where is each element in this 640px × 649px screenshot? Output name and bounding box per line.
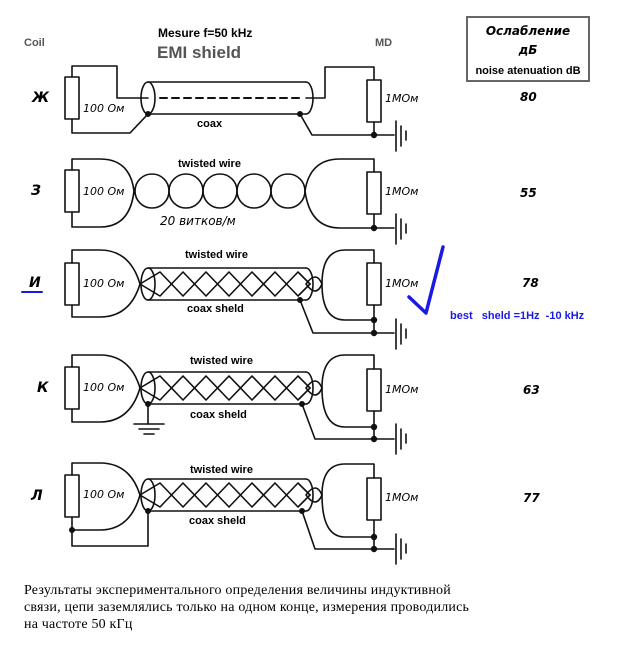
shielded-twisted-cable-icon <box>139 371 314 405</box>
attenuation-unit: дБ <box>518 43 538 57</box>
md-resistor-label: 1МОм <box>385 277 419 290</box>
twisted-wire-icon <box>134 173 306 209</box>
attenuation-value: 80 <box>520 90 537 104</box>
md-resistor-label: 1МОм <box>385 383 419 396</box>
attenuation-russian-label: Ослабление <box>485 24 571 38</box>
caption-line: на частоте 50 кГц <box>24 617 133 632</box>
md-resistor-label: 1МОм <box>385 491 419 504</box>
ground-icon <box>133 423 165 435</box>
md-column-header: MD <box>375 37 393 49</box>
attenuation-value: 78 <box>522 276 539 290</box>
cable-bottom-label: coax sheld <box>190 409 247 421</box>
circuit-row-z <box>64 158 407 245</box>
row-letter: И <box>29 275 41 291</box>
attenuation-value: 63 <box>523 383 540 397</box>
measurement-frequency: Mesure f=50 kHz <box>158 26 253 40</box>
md-resistor <box>366 262 382 306</box>
row-letter: Л <box>31 488 43 504</box>
md-resistor-label: 1МОм <box>385 185 419 198</box>
coil-resistor-label: 100 Ом <box>83 277 125 290</box>
ground-icon <box>395 318 407 350</box>
circuit-row-zh <box>64 65 407 152</box>
md-resistor <box>366 477 382 521</box>
coil-resistor <box>64 169 80 213</box>
best-shield-note: best sheld =1Hz -10 kHz <box>450 310 585 322</box>
row-letter: К <box>37 380 49 396</box>
shielded-twisted-cable-icon <box>139 267 314 301</box>
checkmark-icon <box>407 245 445 315</box>
row-letter: Ж <box>32 90 50 106</box>
coil-resistor <box>64 366 80 410</box>
ground-icon <box>395 423 407 455</box>
coil-resistor <box>64 76 80 120</box>
coil-resistor-label: 100 Ом <box>83 185 125 198</box>
coil-resistor-label: 100 Ом <box>83 381 125 394</box>
coil-resistor-label: 100 Ом <box>83 102 125 115</box>
circuit-row-i <box>64 249 407 350</box>
attenuation-english-label: noise atenuation dB <box>475 65 581 77</box>
cable-bottom-label: coax sheld <box>189 515 246 527</box>
ground-icon <box>395 533 407 565</box>
cable-top-label: twisted wire <box>190 355 253 367</box>
coil-resistor-label: 100 Ом <box>83 488 125 501</box>
cable-top-label: twisted wire <box>185 249 248 261</box>
ground-icon <box>395 213 407 245</box>
md-resistor-label: 1МОм <box>385 92 419 105</box>
shielded-twisted-cable-icon <box>139 478 314 512</box>
circuit-row-k <box>64 354 407 455</box>
coil-resistor <box>64 262 80 306</box>
coil-column-header: Coil <box>24 37 45 49</box>
coax-cable-icon <box>140 81 314 115</box>
caption-line: Результаты экспериментального определени… <box>24 583 451 598</box>
coil-resistor <box>64 474 80 518</box>
cable-bottom-label: coax sheld <box>187 303 244 315</box>
cable-top-label: twisted wire <box>190 464 253 476</box>
md-resistor <box>366 171 382 215</box>
md-resistor <box>366 79 382 123</box>
figure-caption: Результаты экспериментального определени… <box>24 582 544 633</box>
attenuation-value: 55 <box>520 186 537 200</box>
ground-icon <box>395 120 407 152</box>
md-resistor <box>366 368 382 412</box>
cable-bottom-label: coax <box>197 118 223 130</box>
row-letter: З <box>31 183 41 199</box>
attenuation-header-box: Ослабление дБ noise atenuation dB <box>466 16 590 82</box>
diagram-title: EMI shield <box>157 43 242 62</box>
cable-bottom-label: 20 витков/м <box>160 214 236 228</box>
attenuation-value: 77 <box>523 491 540 505</box>
cable-top-label: twisted wire <box>178 158 241 170</box>
caption-line: связи, цепи заземлялись только на одном … <box>24 600 470 615</box>
circuit-row-l <box>64 462 407 565</box>
